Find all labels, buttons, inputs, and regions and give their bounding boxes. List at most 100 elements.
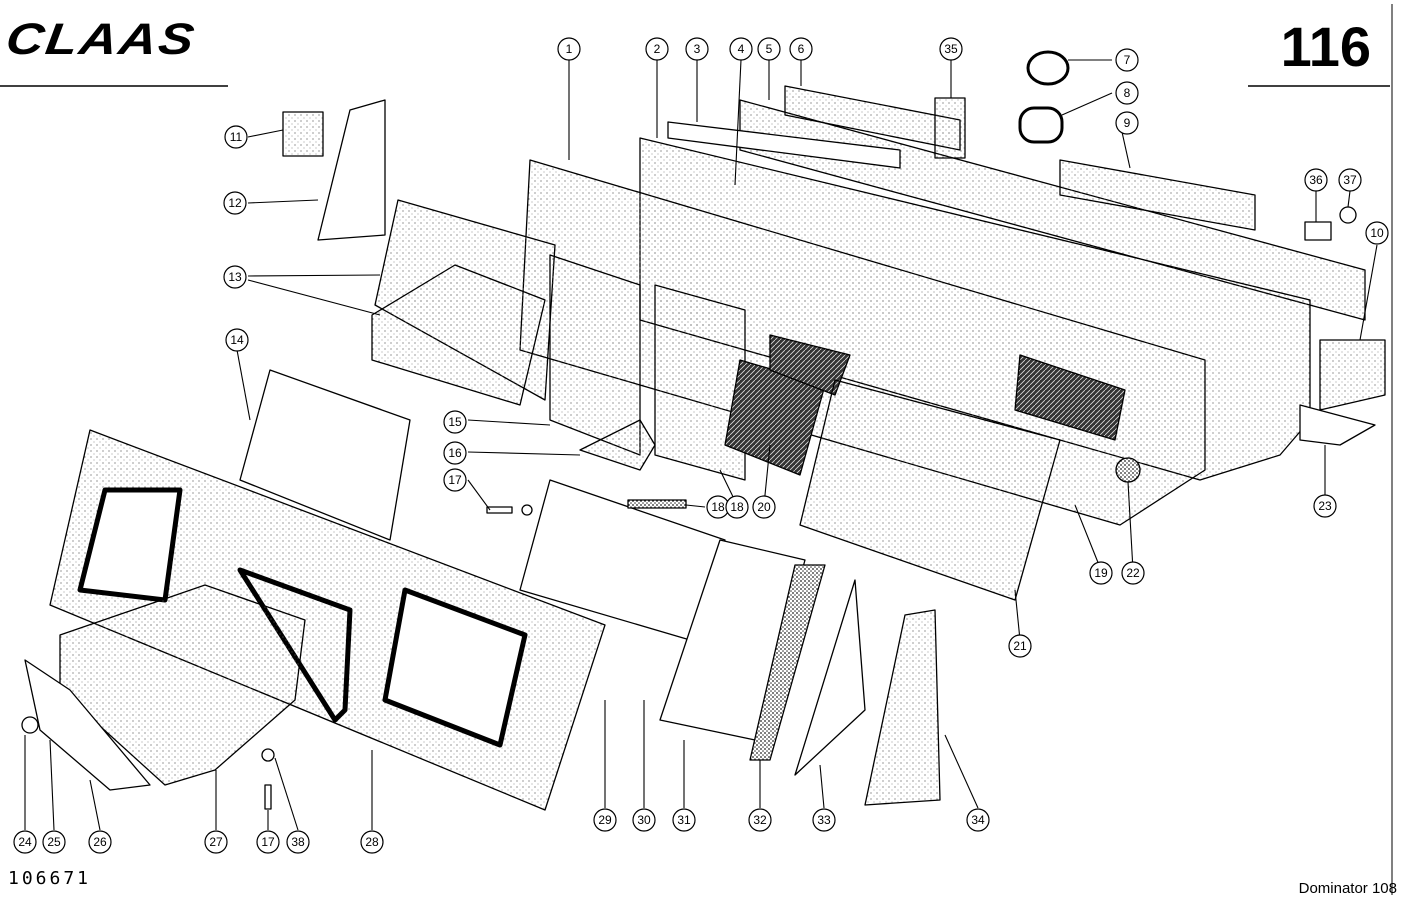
callout-32: 32 xyxy=(748,808,772,832)
callout-33: 33 xyxy=(812,808,836,832)
part-17-bolt xyxy=(486,506,513,514)
callout-label: 6 xyxy=(798,42,805,56)
callout-label: 12 xyxy=(228,196,242,210)
callout-label: 9 xyxy=(1124,116,1131,130)
callout-circle xyxy=(1304,168,1328,192)
callout-circle xyxy=(1115,48,1139,72)
callout-circle xyxy=(1008,634,1032,658)
callout-label: 33 xyxy=(817,813,831,827)
callout-label: 1 xyxy=(566,42,573,56)
callout-circle xyxy=(1365,221,1389,245)
callout-circle xyxy=(1313,494,1337,518)
part-32-strip xyxy=(749,564,826,761)
callout-11: 11 xyxy=(224,125,248,149)
part-17-bolt-lower xyxy=(264,784,272,810)
part-10-bracket xyxy=(1319,339,1386,411)
callout-36: 36 xyxy=(1304,168,1328,192)
callout-circle xyxy=(225,328,249,352)
part-9-strip xyxy=(1059,159,1256,231)
callout-label: 32 xyxy=(753,813,767,827)
callout-circle xyxy=(286,830,310,854)
callout-17: 17 xyxy=(256,830,280,854)
callout-label: 23 xyxy=(1318,499,1332,513)
callout-label: 13 xyxy=(228,270,242,284)
callout-label: 26 xyxy=(93,835,107,849)
callout-circle xyxy=(672,808,696,832)
callout-circle xyxy=(729,37,753,61)
callout-label: 2 xyxy=(654,42,661,56)
callout-18: 18 xyxy=(725,495,749,519)
callout-label: 5 xyxy=(766,42,773,56)
callout-label: 15 xyxy=(448,415,462,429)
callout-circle xyxy=(1121,561,1145,585)
part-34-gusset xyxy=(864,609,941,806)
callout-circle xyxy=(204,830,228,854)
part-37-nut xyxy=(1339,206,1357,224)
callout-22: 22 xyxy=(1121,561,1145,585)
callout-circle xyxy=(88,830,112,854)
callout-label: 38 xyxy=(291,835,305,849)
part-26-cover xyxy=(24,659,151,791)
callout-31: 31 xyxy=(672,808,696,832)
callout-6: 6 xyxy=(789,37,813,61)
callout-1: 1 xyxy=(557,37,581,61)
callout-circle xyxy=(939,37,963,61)
model-name: Dominator 108 xyxy=(1298,880,1397,897)
callout-label: 27 xyxy=(209,835,223,849)
callout-label: 21 xyxy=(1013,639,1027,653)
callout-label-layer: 8 xyxy=(1124,86,1131,100)
callout-26: 26 xyxy=(88,830,112,854)
callout-label: 11 xyxy=(230,130,243,144)
callout-label: 29 xyxy=(598,813,612,827)
callout-28: 28 xyxy=(360,830,384,854)
callout-2: 2 xyxy=(645,37,669,61)
callout-circle xyxy=(966,808,990,832)
part-3-bracket xyxy=(667,121,901,169)
callout-circle xyxy=(557,37,581,61)
callout-circle xyxy=(223,191,247,215)
callout-circle xyxy=(752,495,776,519)
callout-label: 18 xyxy=(730,500,744,514)
callout-circle xyxy=(13,830,37,854)
callout-20: 20 xyxy=(752,495,776,519)
callout-circle xyxy=(443,410,467,434)
callout-circle xyxy=(1115,81,1139,105)
callout-34: 34 xyxy=(966,808,990,832)
callout-38: 38 xyxy=(286,830,310,854)
part-19-box xyxy=(654,284,746,481)
part-24-clip xyxy=(21,716,39,734)
callout-label: 4 xyxy=(738,42,745,56)
callout-label: 25 xyxy=(47,835,61,849)
part-28-window-right xyxy=(382,587,528,748)
callout-5: 5 xyxy=(757,37,781,61)
part-28-seal xyxy=(237,567,353,723)
callout-16: 16 xyxy=(443,441,467,465)
callout-19: 19 xyxy=(1089,561,1113,585)
callout-label: 18 xyxy=(711,500,725,514)
callout-29: 29 xyxy=(593,808,617,832)
callout-3: 3 xyxy=(685,37,709,61)
callout-circle xyxy=(748,808,772,832)
callout-37: 37 xyxy=(1338,168,1362,192)
page-number: 116 xyxy=(1280,15,1371,78)
callout-label: 10 xyxy=(1370,226,1384,240)
part-15-box xyxy=(549,254,641,456)
callout-circle xyxy=(593,808,617,832)
part-12-gusset xyxy=(317,99,386,241)
callout-circle xyxy=(443,468,467,492)
part-18-strip xyxy=(627,499,687,509)
part-17-washer xyxy=(521,504,533,516)
callout-30: 30 xyxy=(632,808,656,832)
callout-label: 22 xyxy=(1126,566,1140,580)
callout-label: 16 xyxy=(448,446,462,460)
callout-label: 31 xyxy=(677,813,691,827)
callout-circle xyxy=(789,37,813,61)
callout-label: 3 xyxy=(694,42,701,56)
callout-label: 19 xyxy=(1094,566,1108,580)
part-38-washer xyxy=(261,748,275,762)
callout-circle xyxy=(685,37,709,61)
part-36-plate xyxy=(1304,221,1332,241)
callout-27: 27 xyxy=(204,830,228,854)
